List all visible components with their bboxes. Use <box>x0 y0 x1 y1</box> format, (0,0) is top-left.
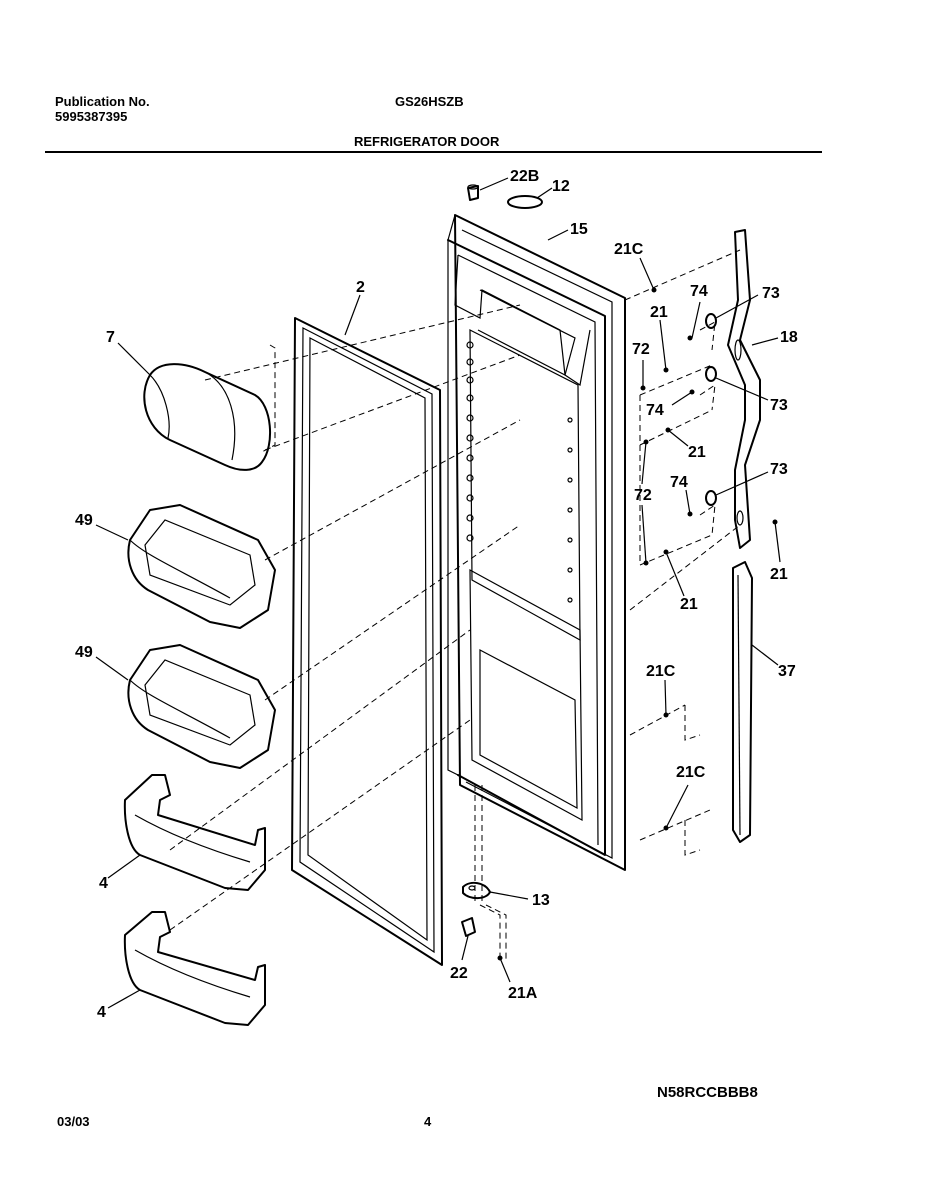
callout-22b: 22B <box>510 168 539 185</box>
callout-21-top: 21 <box>650 304 668 321</box>
diagram-code: N58RCCBBB8 <box>657 1084 758 1101</box>
callout-21c-bottom: 21C <box>676 764 706 781</box>
page-number: 4 <box>424 1114 432 1129</box>
assembly-lines <box>169 249 741 960</box>
door-liner-part-15 <box>447 214 626 871</box>
hinge-bushing-part-13 <box>462 881 491 900</box>
callout-73-top: 73 <box>762 285 780 302</box>
door-shelf-part-4-lower <box>123 911 266 1026</box>
grommets-part-73 <box>705 313 717 506</box>
callout-21a: 21A <box>508 985 538 1002</box>
footer-date: 03/03 <box>57 1114 90 1129</box>
callout-74-top: 74 <box>690 283 708 300</box>
publication-label: Publication No. <box>55 94 150 109</box>
handle-part-18 <box>727 229 761 549</box>
callout-7: 7 <box>106 329 115 346</box>
section-title: REFRIGERATOR DOOR <box>354 134 500 149</box>
trim-strip-part-37 <box>732 561 753 843</box>
callout-21c-top: 21C <box>614 241 644 258</box>
callout-21-right: 21 <box>770 566 788 583</box>
callout-37: 37 <box>778 663 796 680</box>
callout-73-lower: 73 <box>770 461 788 478</box>
callout-74-lower: 74 <box>670 474 688 491</box>
shelf-studs <box>466 341 573 603</box>
model-number: GS26HSZB <box>395 94 464 109</box>
callout-49-upper: 49 <box>75 512 93 529</box>
header-rule <box>45 151 822 153</box>
callout-4-upper: 4 <box>99 875 108 892</box>
callout-4-lower: 4 <box>97 1004 106 1021</box>
callout-12: 12 <box>552 178 570 195</box>
plug-part-22 <box>461 917 476 937</box>
door-shelf-part-4-upper <box>123 774 266 891</box>
cap-part-12 <box>507 195 543 209</box>
callout-21c-middle: 21C <box>646 663 676 680</box>
callout-49-lower: 49 <box>75 644 93 661</box>
callout-13: 13 <box>532 892 550 909</box>
door-bin-part-49-lower <box>127 644 276 769</box>
leader-lines <box>95 177 781 1009</box>
callout-21-middle: 21 <box>688 444 706 461</box>
door-gasket-part-2 <box>291 317 443 966</box>
callout-72-lower: 72 <box>634 487 652 504</box>
door-bin-part-49-upper <box>127 504 276 629</box>
screws <box>497 287 778 961</box>
callout-15: 15 <box>570 221 588 238</box>
callout-74-middle: 74 <box>646 402 664 419</box>
callout-72-upper: 72 <box>632 341 650 358</box>
callout-2: 2 <box>356 279 365 296</box>
callout-21-lower: 21 <box>680 596 698 613</box>
publication-number: 5995387395 <box>55 109 128 124</box>
callout-73-middle: 73 <box>770 397 788 414</box>
bin-cover-part-7 <box>143 363 272 471</box>
callout-18: 18 <box>780 329 798 346</box>
plug-part-22b <box>467 184 479 201</box>
callout-22: 22 <box>450 965 468 982</box>
